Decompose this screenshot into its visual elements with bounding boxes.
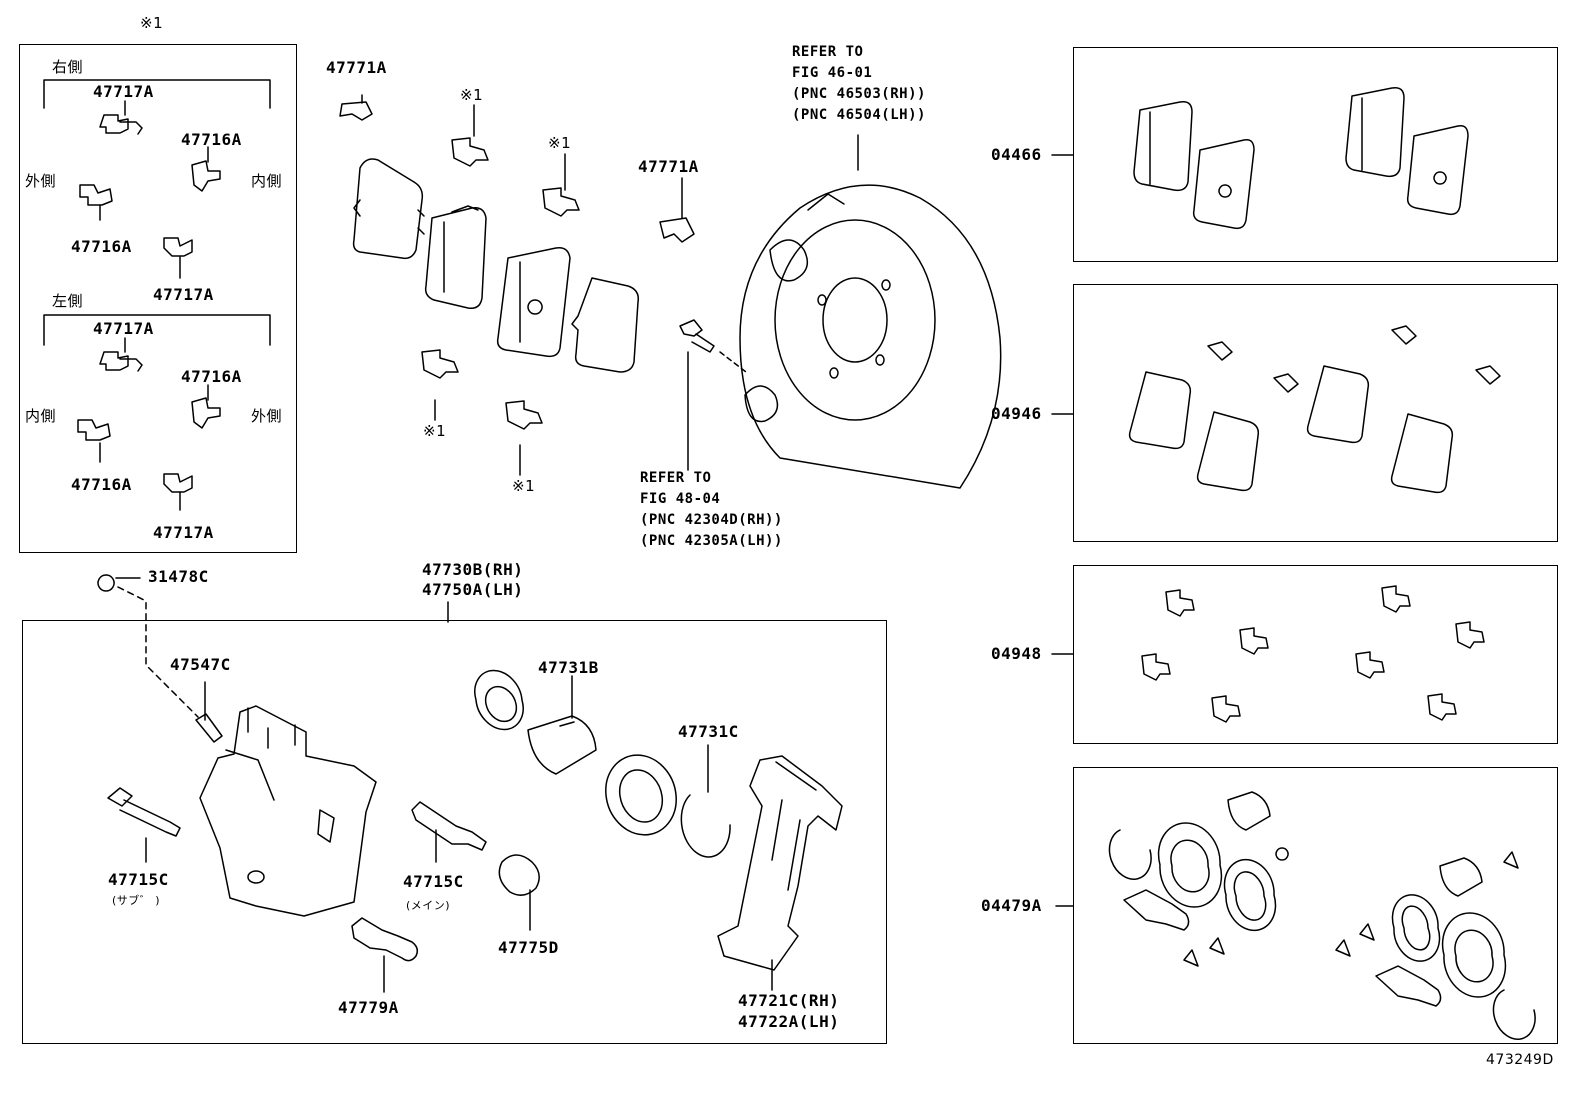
part-label[interactable]: 47717A [153,285,214,304]
left-side-bracket [43,314,271,346]
guide-pin-bolt-icon [351,917,419,962]
kit-label[interactable]: 04948 [991,644,1042,663]
part-label[interactable]: 47716A [181,130,242,149]
main-note: (メイン) [406,899,451,912]
part-label[interactable]: 47730B(RH) [422,560,524,579]
inner-side-label: 内側 [25,407,57,425]
bolt-icon [679,319,715,353]
inset-mark: ※1 [140,14,164,32]
outer-side-label: 外側 [25,172,57,190]
kit-04946-box [1073,284,1558,542]
part-label[interactable]: 47771A [326,58,387,77]
caliper-body-icon [199,705,377,917]
part-label[interactable]: 47717A [153,523,214,542]
kit-04946-shims-icon [1128,325,1501,494]
piston-boot-icon [474,669,524,731]
refer-pnc-label: (PNC 42305A(LH)) [640,533,783,549]
refer-pnc-label: (PNC 46504(LH)) [792,107,926,123]
kit-label[interactable]: 04946 [991,404,1042,423]
bleeder-cap-icon [97,574,141,592]
kit-label[interactable]: 04466 [991,145,1042,164]
part-label[interactable]: 47716A [71,475,132,494]
refer-to-label: REFER TO [792,44,864,60]
piston-seal-icon [605,754,677,836]
brake-pad-icon-2 [496,246,571,358]
clip-inset-box [19,44,297,553]
refer-pnc-label: (PNC 46503(RH)) [792,86,926,102]
kit-04466-pads-icon [1133,86,1469,230]
kit-label[interactable]: 04479A [981,896,1042,915]
part-label[interactable]: 47721C(RH) [738,991,840,1010]
inset-clip-icons [77,114,221,493]
part-label[interactable]: 47771A [638,157,699,176]
bleeder-plug-icon [195,713,223,743]
refer-fig-link[interactable]: FIG 48-04 [640,491,721,507]
part-label[interactable]: 47731B [538,658,599,677]
inner-side-label: 内側 [251,172,283,190]
kit-04948-clips-icon [1141,585,1485,723]
guide-pin-sub-icon [107,787,181,837]
backing-plate-icon [739,184,1002,489]
part-label[interactable]: 47716A [71,237,132,256]
anti-squeal-shim-icon [352,158,425,260]
sub-note: (サブ゛ ) [112,894,161,907]
refer-pnc-label: (PNC 42304D(RH)) [640,512,783,528]
part-label[interactable]: 47722A(LH) [738,1012,840,1031]
part-label[interactable]: 47547C [170,655,231,674]
caliper-assembly-box [22,620,887,1044]
anti-squeal-clip-icon-2 [659,217,695,243]
part-label[interactable]: 47717A [93,319,154,338]
right-side-bracket [43,79,271,109]
brake-pad-icon-1 [424,205,487,310]
part-label[interactable]: 47775D [498,938,559,957]
note-mark: ※1 [423,422,447,440]
refer-to-label: REFER TO [640,470,712,486]
part-label[interactable]: 47717A [93,82,154,101]
anti-squeal-clip-icon-1 [339,101,373,121]
part-label[interactable]: 47750A(LH) [422,580,524,599]
anti-squeal-shim-icon-2 [571,277,640,373]
guide-pin-main-icon [411,801,487,851]
left-side-label: 左側 [52,292,84,310]
note-mark: ※1 [460,86,484,104]
note-mark: ※1 [548,134,572,152]
part-label[interactable]: 47715C [108,870,169,889]
figure-id: 473249D [1486,1052,1554,1068]
refer-fig-link[interactable]: FIG 46-01 [792,65,873,81]
part-label[interactable]: 31478C [148,567,209,586]
caliper-bracket-icon [717,755,843,971]
part-label[interactable]: 47731C [678,722,739,741]
piston-icon [527,715,597,775]
outer-side-label: 外側 [251,407,283,425]
note-mark: ※1 [512,477,536,495]
pin-boot-icon [498,854,540,896]
right-side-label: 右側 [52,58,84,76]
part-label[interactable]: 47716A [181,367,242,386]
part-label[interactable]: 47779A [338,998,399,1017]
part-label[interactable]: 47715C [403,872,464,891]
kit-04479a-seals-icon [1108,791,1536,1040]
snap-ring-icon [680,794,731,858]
